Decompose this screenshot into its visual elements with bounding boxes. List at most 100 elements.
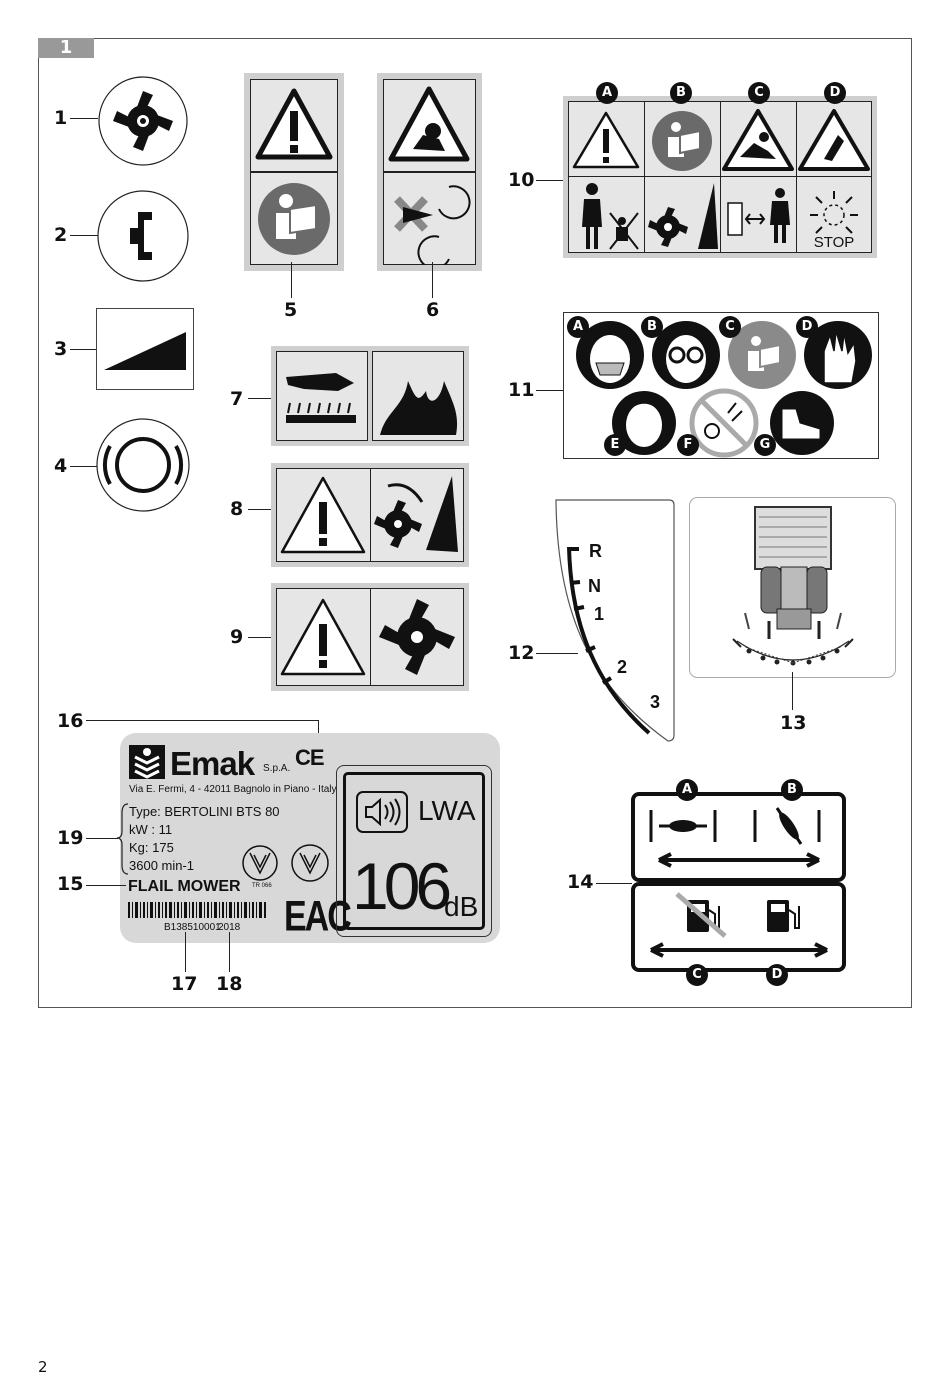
decal11-badge-b: B (641, 316, 663, 338)
nameplate: Emak S.p.A. CE Via E. Fermi, 4 - 42011 B… (120, 733, 500, 943)
leader-2 (70, 235, 98, 236)
callout-5: 5 (284, 300, 297, 320)
callout-12: 12 (508, 643, 534, 663)
decal10-badge-a: A (596, 82, 618, 104)
leader-6 (432, 262, 433, 298)
decal-6 (377, 73, 482, 271)
leader-19 (86, 838, 118, 839)
leader-17 (185, 932, 186, 972)
weight-line: Kg: 175 (129, 840, 174, 855)
decal-10-art: STOP (568, 101, 872, 253)
leader-13 (792, 672, 793, 710)
barcode (128, 902, 268, 918)
decal-9-art (276, 588, 464, 686)
emak-logo-icon (129, 745, 165, 779)
decal10-badge-c: C (748, 82, 770, 104)
callout-1: 1 (54, 108, 67, 128)
gear-label-2: 2 (617, 657, 627, 677)
callout-6: 6 (426, 300, 439, 320)
rotor-blade-icon (96, 76, 190, 166)
callout-15: 15 (57, 874, 83, 894)
power-line: kW : 11 (129, 822, 172, 837)
gear-label-1: 1 (594, 604, 604, 624)
callout-11: 11 (508, 380, 534, 400)
gear-indicator: R N 1 2 3 (553, 497, 677, 745)
leader-15 (86, 885, 126, 886)
callout-4: 4 (54, 456, 67, 476)
decal-7 (271, 346, 469, 446)
decal-14 (631, 792, 846, 974)
decal-8-art (276, 468, 464, 562)
gear-label-3: 3 (650, 692, 660, 712)
decal-9 (271, 583, 469, 691)
decal-6-art (383, 79, 476, 265)
leader-8 (248, 509, 272, 510)
decal11-badge-e: E (604, 434, 626, 456)
decal10-badge-d: D (824, 82, 846, 104)
decal14-badge-d: D (766, 964, 788, 986)
callout-18: 18 (216, 974, 242, 994)
brand-suffix: S.p.A. (263, 763, 290, 774)
speed-ramp-icon (96, 308, 194, 390)
decal11-badge-a: A (567, 316, 589, 338)
callout-9: 9 (230, 627, 243, 647)
manufacturer-address: Via E. Fermi, 4 - 42011 Bagnolo in Piano… (129, 784, 337, 795)
callout-2: 2 (54, 225, 67, 245)
decal14-badge-b: B (781, 779, 803, 801)
figure-number-tab: 1 (38, 38, 94, 58)
tr-mark-label: TR 066 (252, 883, 272, 889)
leader-9 (248, 637, 272, 638)
leader-4 (70, 466, 98, 467)
product-name: FLAIL MOWER (128, 878, 241, 896)
decal11-badge-g: G (754, 434, 776, 456)
leader-7 (248, 398, 272, 399)
decal11-badge-f: F (677, 434, 699, 456)
gear-label-r: R (589, 541, 602, 561)
decal10-badge-b: B (670, 82, 692, 104)
decal14-badge-a: A (676, 779, 698, 801)
brake-icon (96, 418, 190, 512)
decal11-badge-c: C (719, 316, 741, 338)
decal-7-art (276, 351, 464, 441)
noise-level-unit: dB (444, 891, 478, 923)
bracket-19 (116, 803, 130, 875)
leader-5 (291, 262, 292, 298)
decal11-badge-d: D (796, 316, 818, 338)
decal14-badge-c: C (686, 964, 708, 986)
gear-label-n: N (588, 576, 601, 596)
tr-certification-icons (240, 843, 336, 885)
lwa-label: LWA (418, 795, 476, 827)
noise-level-value: 106 (352, 851, 447, 921)
type-line: Type: BERTOLINI BTS 80 (129, 804, 280, 819)
leader-14 (596, 883, 632, 884)
brand-name: Emak (170, 745, 254, 783)
callout-17: 17 (171, 974, 197, 994)
callout-10: 10 (508, 170, 534, 190)
callout-19: 19 (57, 828, 83, 848)
leader-3 (70, 349, 98, 350)
callout-16: 16 (57, 711, 83, 731)
noise-level-inner: LWA 106 dB (343, 772, 485, 930)
decal-5-art (250, 79, 338, 265)
callout-3: 3 (54, 339, 67, 359)
coupling-icon (96, 190, 190, 282)
callout-14: 14 (567, 872, 593, 892)
leader-16-h (86, 720, 319, 721)
noise-level-box: LWA 106 dB (336, 765, 492, 937)
callout-8: 8 (230, 499, 243, 519)
leader-10 (536, 180, 566, 181)
leader-1 (70, 118, 98, 119)
page-number: 2 (38, 1358, 48, 1376)
decal-8 (271, 463, 469, 567)
machine-top-view (689, 497, 896, 678)
rpm-line: 3600 min-1 (129, 858, 194, 873)
callout-7: 7 (230, 389, 243, 409)
leader-11 (536, 390, 566, 391)
leader-18 (229, 932, 230, 972)
serial-number: B138510001 (164, 922, 221, 933)
callout-13: 13 (780, 713, 806, 733)
speaker-icon (356, 791, 408, 833)
decal-10: STOP (563, 96, 877, 258)
ce-mark: CE (295, 745, 324, 771)
decal-5 (244, 73, 344, 271)
